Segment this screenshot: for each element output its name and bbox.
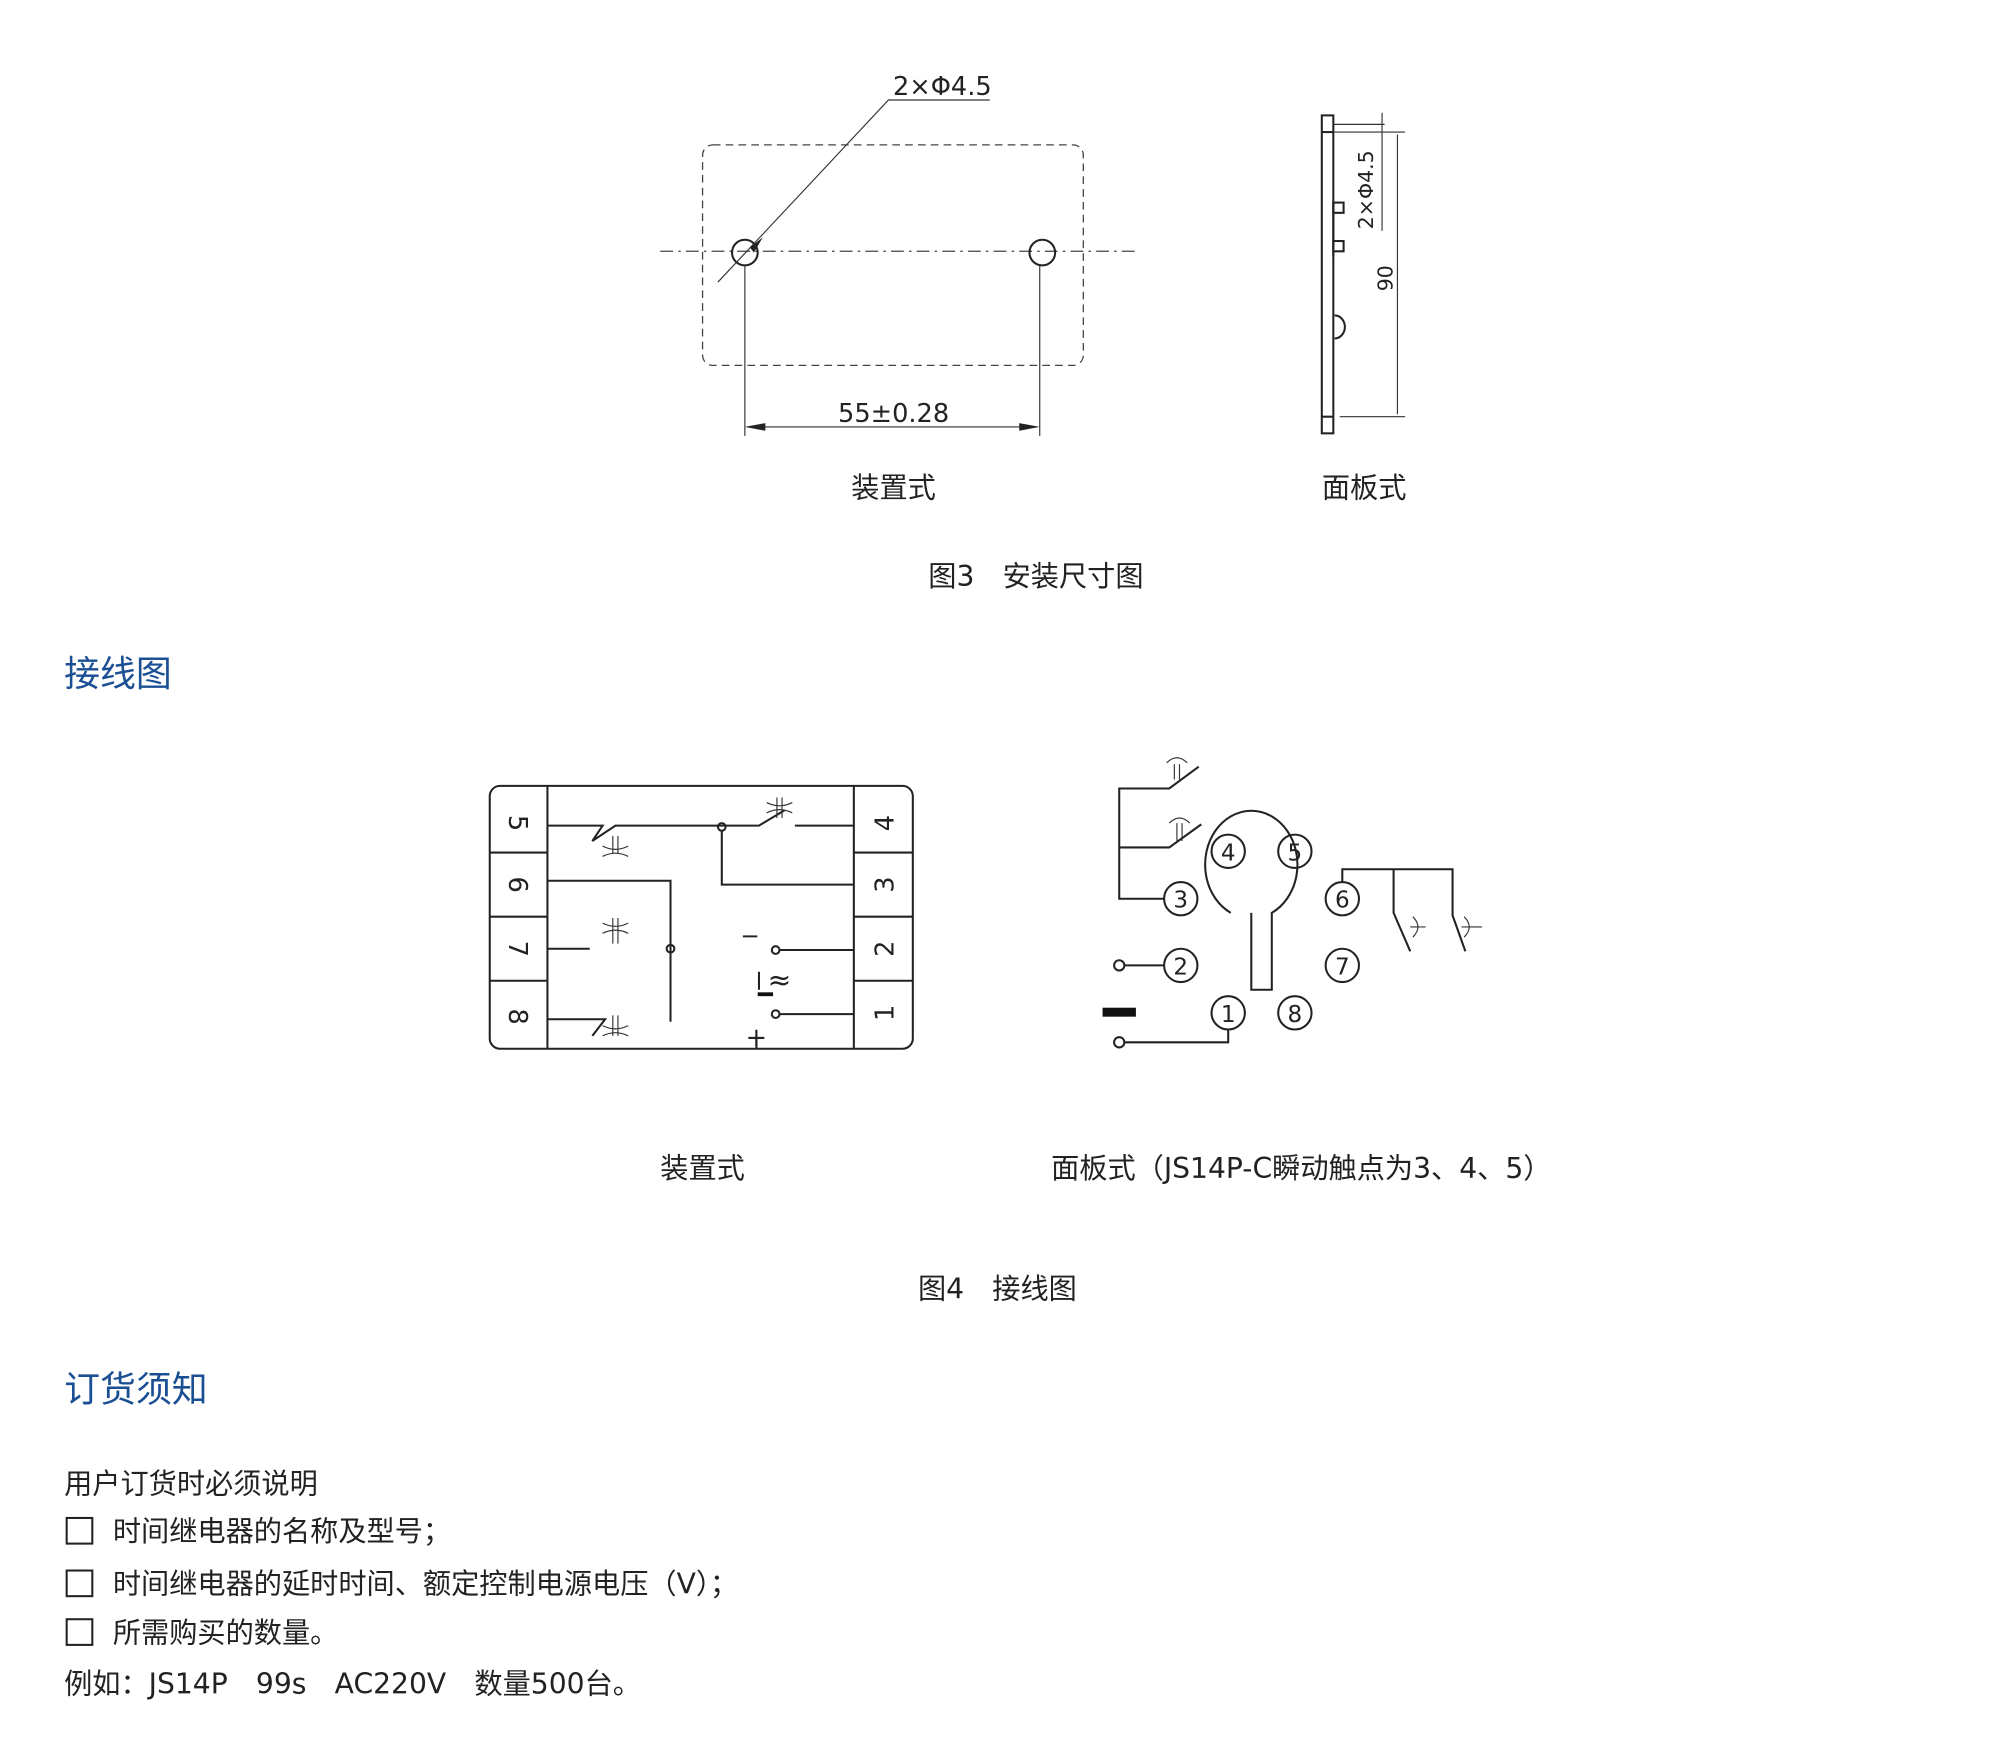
label-panel: 面板式 [1322,471,1407,504]
svg-text:8: 8 [1288,1002,1303,1028]
spacing-label: 55±0.28 [838,399,949,429]
order-item: 时间继电器的延时时间、额定控制电源电压（V）； [113,1568,738,1601]
dc-bar-icon [1102,1007,1136,1017]
svg-text:2: 2 [1173,954,1188,980]
terminal-6: 6 [502,876,532,892]
order-intro: 用户订货时必须说明 [64,1468,318,1501]
svg-text:6: 6 [1335,888,1350,914]
order-item: 时间继电器的名称及型号； [113,1515,451,1548]
terminal-7: 7 [502,941,532,957]
checkbox-icon [65,1516,94,1545]
device-outline [701,144,1084,367]
ac-symbol: ≈ [768,964,792,997]
terminal-5: 5 [502,815,532,831]
height-label: 90 [1373,265,1397,291]
wiring-diagram-device: 5 6 7 8 4 3 2 1 − ≈ + [488,784,914,1053]
side-hole-label: 2×Φ4.5 [1354,150,1378,229]
wiring-label-panel: 面板式（JS14P-C瞬动触点为3、4、5） [1051,1152,1551,1185]
order-item: 所需购买的数量。 [113,1616,339,1649]
mounting-hole-right [1028,238,1057,267]
socket-pins: 4 5 3 6 2 7 1 8 [1163,833,1360,1031]
terminal-1: 1 [871,1005,901,1021]
leader-line [717,99,990,283]
terminal-4: 4 [871,815,901,831]
checkbox-icon [65,1569,94,1598]
socket-key [1204,809,1299,991]
dc-bar-icon [757,992,774,997]
hole-label: 2×Φ4.5 [893,72,992,102]
svg-text:1: 1 [1221,1002,1236,1028]
wiring-diagram-panel: 4 5 3 6 2 7 1 8 [1102,757,1483,1049]
figure4-caption: 图4 接线图 [918,1273,1077,1306]
svg-text:4: 4 [1221,840,1236,866]
svg-text:3: 3 [1173,888,1188,914]
figure3-caption: 图3 安装尺寸图 [928,560,1143,593]
terminal-8: 8 [502,1009,532,1025]
label-device: 装置式 [851,471,936,504]
checkbox-icon [65,1618,94,1646]
order-example: 例如：JS14P 99s AC220V 数量500台。 [64,1668,641,1701]
section-heading-order: 订货须知 [64,1369,208,1410]
wiring-label-device: 装置式 [660,1152,745,1185]
mounting-diagram-device: 2×Φ4.5 55±0.28 装置式 [660,72,1138,504]
mounting-diagram-panel: 2×Φ4.5 90 面板式 [1320,112,1407,504]
svg-text:7: 7 [1335,954,1350,980]
panel-plate [1320,114,1335,435]
terminal-3: 3 [871,876,901,892]
svg-text:5: 5 [1288,840,1303,866]
terminal-2: 2 [871,941,901,957]
section-heading-wiring: 接线图 [64,654,172,695]
minus-sign: − [740,924,759,950]
